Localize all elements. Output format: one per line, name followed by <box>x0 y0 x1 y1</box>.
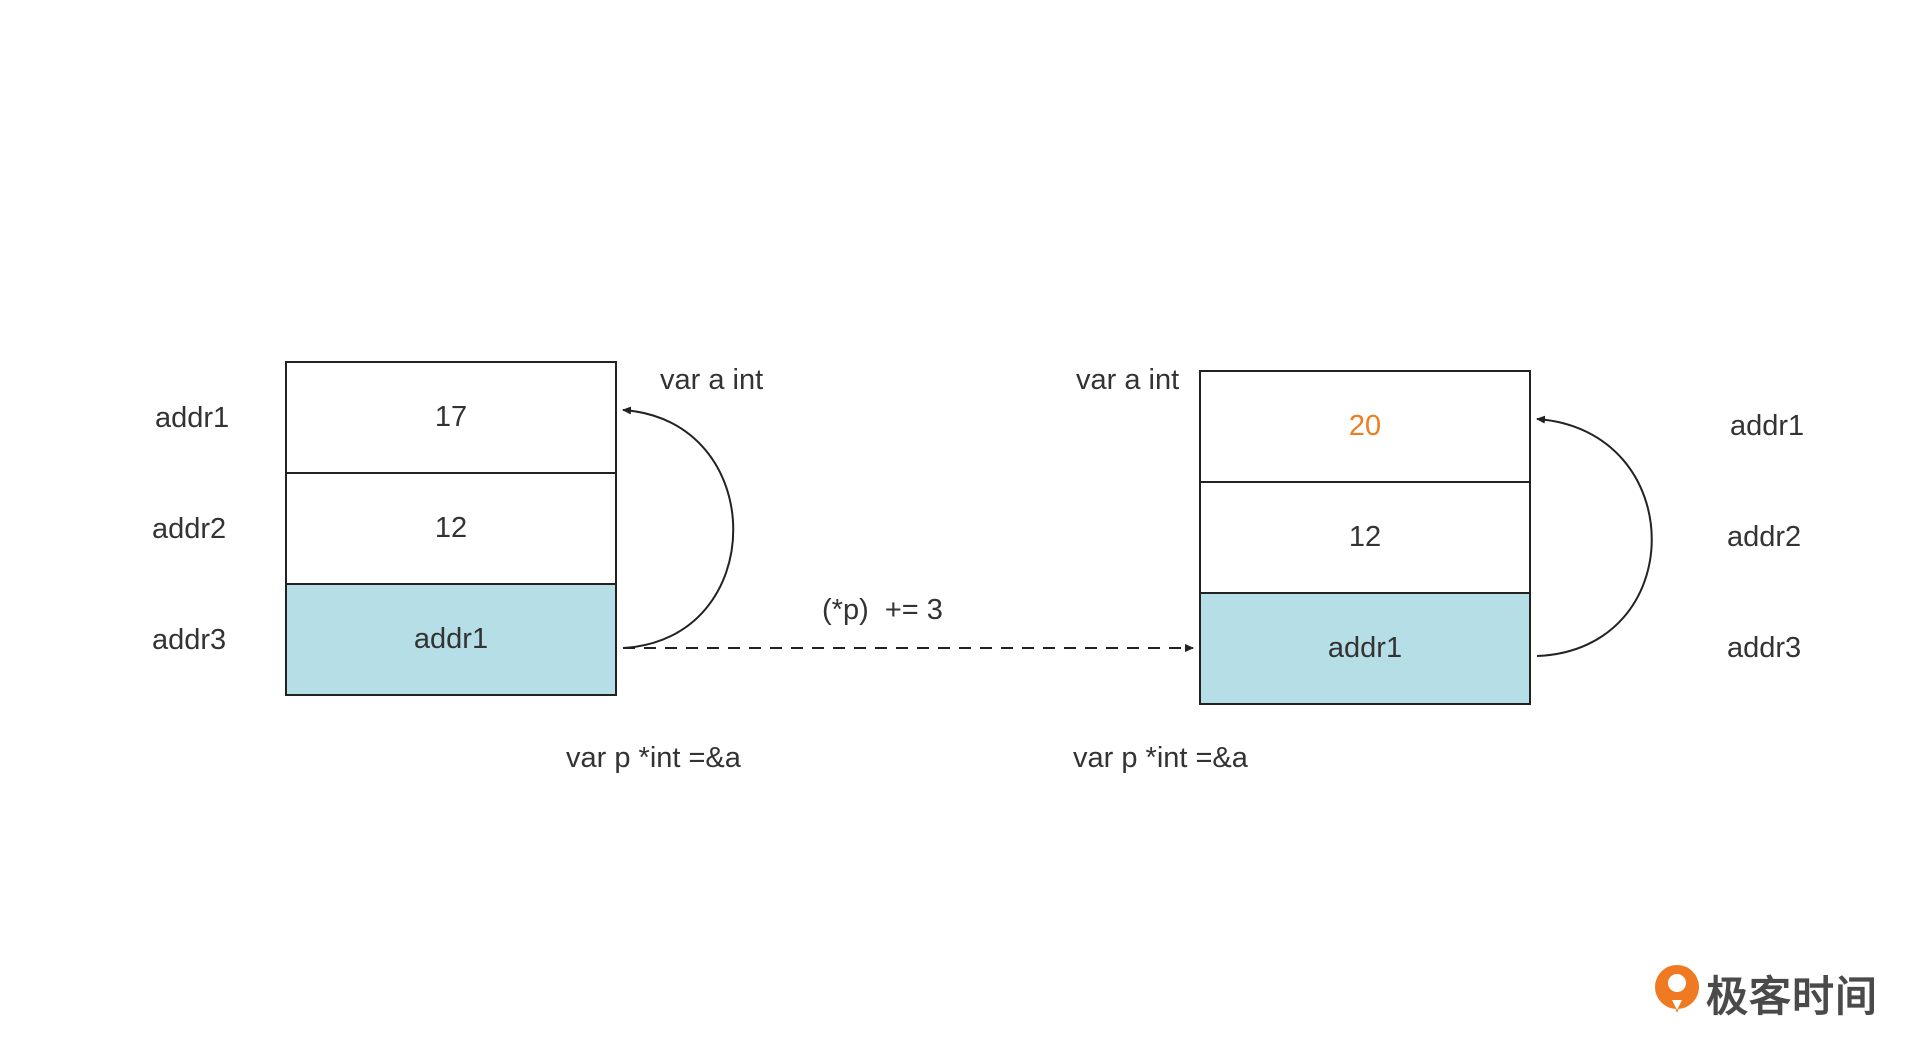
geektime-logo: 极客时间 <box>1700 963 1878 1024</box>
left-cell-1-box <box>285 361 617 474</box>
right-cell-1-value: 20 <box>1348 410 1382 442</box>
left-addr2-label: addr2 <box>152 513 227 545</box>
left-addr1-label: addr1 <box>155 402 230 434</box>
geektime-logo-icon <box>1655 965 1699 1013</box>
right-cell-3-value: addr1 <box>1327 632 1403 664</box>
right-var-p-label: var p *int =&a <box>1073 742 1248 774</box>
left-cell-2-value: 12 <box>434 512 468 544</box>
right-addr1-label: addr1 <box>1730 410 1805 442</box>
right-var-a-label: var a int <box>1076 364 1180 396</box>
left-var-a-label: var a int <box>660 364 764 396</box>
operation-label: (*p) += 3 <box>822 594 943 626</box>
right-pointer-arrow <box>1536 415 1653 657</box>
left-cell-1-value: 17 <box>434 401 468 433</box>
right-addr3-label: addr3 <box>1727 632 1802 664</box>
left-cell-3-box <box>285 583 617 696</box>
left-cell-3-value: addr1 <box>413 623 489 655</box>
left-var-p-label: var p *int =&a <box>566 742 741 774</box>
left-pointer-arrow <box>622 406 735 649</box>
right-memory-block <box>1199 370 1531 705</box>
right-cell-3-box <box>1199 592 1531 705</box>
right-cell-1-box <box>1199 370 1531 483</box>
right-cell-2-value: 12 <box>1348 521 1382 553</box>
left-memory-block <box>285 361 617 696</box>
right-addr2-label: addr2 <box>1727 521 1802 553</box>
right-cell-2-box <box>1199 481 1531 594</box>
left-addr3-label: addr3 <box>152 624 227 656</box>
logo-text: 极客时间 <box>1706 973 1879 1020</box>
left-cell-2-box <box>285 472 617 585</box>
